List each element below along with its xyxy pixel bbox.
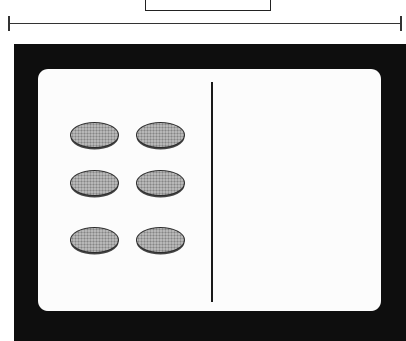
coin: [136, 122, 185, 148]
coin: [136, 227, 185, 253]
dark-frame: [14, 44, 406, 341]
divider-line: [211, 82, 213, 302]
coin: [70, 170, 119, 196]
dimension-line: [8, 16, 402, 34]
coin: [136, 170, 185, 196]
tray-panel: [38, 69, 381, 311]
coin: [70, 227, 119, 253]
dimension-rule: [8, 23, 402, 24]
top-box-outline: [145, 0, 271, 11]
coin: [70, 122, 119, 148]
dimension-tick-right: [400, 16, 402, 31]
